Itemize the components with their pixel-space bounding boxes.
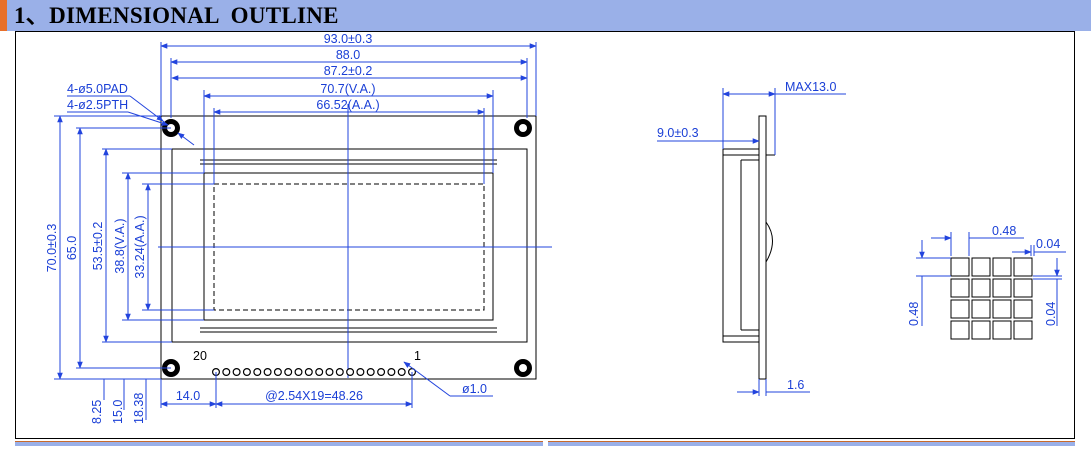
pad-note: 4-ø5.0PAD [67, 82, 128, 96]
dim-width-aa: 66.52(A.A.) [316, 98, 379, 112]
pin-label-first: 1 [414, 349, 421, 363]
dot-cell [992, 278, 1012, 298]
dim-width-va: 70.7(V.A.) [320, 82, 375, 96]
dim-height-bezel: 53.5±0.2 [91, 222, 105, 271]
pth-note: 4-ø2.5PTH [67, 98, 128, 112]
dot-cell [1013, 299, 1033, 319]
dot-cell [1013, 320, 1033, 340]
dot-cell [971, 257, 991, 277]
dim-max-thickness: MAX13.0 [785, 80, 836, 94]
dim-pin-diameter: ø1.0 [462, 382, 487, 396]
mounting-hole-bottom-right [514, 359, 532, 377]
dot-grid [950, 257, 1033, 340]
dim-gap-v: 0.04 [1044, 302, 1058, 326]
side-backlight-bump [765, 221, 773, 263]
dim-offset-c: 18.38 [132, 393, 146, 424]
pin-3 [387, 368, 396, 377]
pin-7 [346, 368, 355, 377]
dim-dot-size-v: 0.48 [907, 302, 921, 326]
section-title: 1、DIMENSIONAL OUTLINE [14, 3, 339, 28]
bottom-offset-dimensions: 8.25 15.0 18.38 [90, 379, 147, 424]
side-view: MAX13.0 9.0±0.3 1.6 [657, 80, 846, 396]
bottom-bar-right [548, 441, 1075, 446]
dot-cell [971, 320, 991, 340]
bottom-bar-left [15, 441, 543, 446]
dot-cell [950, 278, 970, 298]
dim-height-va: 38.8(V.A.) [113, 218, 127, 273]
dim-width-bezel: 87.2±0.2 [324, 64, 373, 78]
pin-10 [315, 368, 324, 377]
dim-offset-b: 15.0 [111, 400, 125, 424]
pin-6 [356, 368, 365, 377]
front-view: 20 1 93.0±0.3 88.0 87.2±0.2 70.7(V.A.) [45, 32, 552, 424]
dim-height-overall: 70.0±0.3 [45, 224, 59, 273]
dim-dot-size-h: 0.48 [992, 224, 1016, 238]
pin-4 [377, 368, 386, 377]
pin-12 [294, 368, 303, 377]
pin-8 [335, 368, 344, 377]
pin-dimensions: 14.0 @2.54X19=48.26 ø1.0 [160, 361, 493, 408]
left-dimensions: 70.0±0.3 65.0 53.5±0.2 38.8(V.A.) 33.24(… [45, 115, 214, 380]
bezel-outline [171, 148, 528, 343]
pin-18 [232, 368, 241, 377]
dim-width-holes: 88.0 [336, 48, 360, 62]
pin-15 [263, 368, 272, 377]
dim-pin-pitch: @2.54X19=48.26 [265, 389, 363, 403]
pin-5 [366, 368, 375, 377]
side-bezel [722, 148, 760, 343]
top-dimensions: 93.0±0.3 88.0 87.2±0.2 70.7(V.A.) 66.52(… [160, 32, 537, 184]
dot-cell [950, 257, 970, 277]
dot-matrix-detail: 0.48 0.04 0.48 0.04 [907, 224, 1066, 340]
dot-cell [950, 320, 970, 340]
dim-pin-offset: 14.0 [176, 389, 200, 403]
dot-cell [992, 320, 1012, 340]
pin-16 [253, 368, 262, 377]
mounting-hole-top-right [514, 119, 532, 137]
pin-label-last: 20 [193, 349, 207, 363]
dot-cell [971, 299, 991, 319]
drawing-frame [15, 31, 1075, 439]
pin-14 [273, 368, 282, 377]
dot-cell [992, 299, 1012, 319]
side-pcb [758, 115, 767, 380]
hole-notes: 4-ø5.0PAD 4-ø2.5PTH [67, 82, 195, 146]
pin-11 [304, 368, 313, 377]
pin-header-row [212, 368, 417, 377]
dim-height-aa: 33.24(A.A.) [133, 215, 147, 278]
section-header: 1、DIMENSIONAL OUTLINE [0, 0, 1091, 31]
pin-9 [325, 368, 334, 377]
pin-2 [397, 368, 406, 377]
dot-cell [971, 278, 991, 298]
dot-cell [1013, 257, 1033, 277]
dim-gap-h: 0.04 [1036, 237, 1060, 251]
pin-13 [284, 368, 293, 377]
dim-pcb-thickness: 1.6 [787, 378, 804, 392]
dot-cell [1013, 278, 1033, 298]
pin-17 [242, 368, 251, 377]
dim-height-holes: 65.0 [65, 236, 79, 260]
dot-cell [992, 257, 1012, 277]
bottom-section-bar [15, 441, 1075, 446]
dim-offset-a: 8.25 [90, 400, 104, 424]
header-accent-bar [0, 0, 7, 31]
pin-19 [222, 368, 231, 377]
dot-cell [950, 299, 970, 319]
dim-width-overall: 93.0±0.3 [324, 32, 373, 46]
dim-bezel-depth: 9.0±0.3 [657, 126, 699, 140]
